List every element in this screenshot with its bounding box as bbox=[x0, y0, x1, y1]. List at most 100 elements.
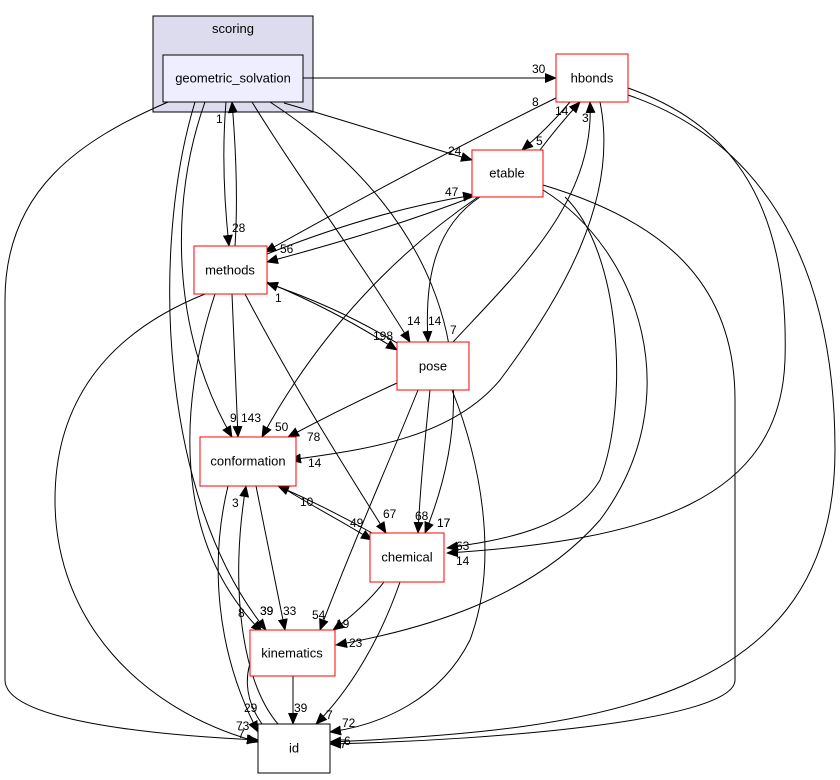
node-hbonds[interactable]: hbonds bbox=[555, 53, 629, 103]
edge-conformation-id bbox=[217, 485, 259, 733]
edge-hbonds-methods bbox=[264, 94, 563, 253]
edge-label: 3 bbox=[582, 111, 589, 125]
edge-id-conformation bbox=[238, 485, 279, 725]
node-chemical[interactable]: chemical bbox=[369, 532, 445, 583]
node-methods[interactable]: methods bbox=[193, 245, 268, 295]
edge-gs-chemical bbox=[269, 101, 455, 534]
edge-label: 50 bbox=[275, 420, 289, 434]
edge-label: 33 bbox=[283, 604, 297, 618]
edge-label: 14 bbox=[308, 456, 322, 470]
edge-label: 7 bbox=[238, 727, 245, 741]
edge-gs-kinematics bbox=[169, 101, 267, 631]
edge-label: 14 bbox=[555, 104, 569, 118]
edge-label: 78 bbox=[307, 430, 321, 444]
edge-label: 39 bbox=[260, 604, 274, 618]
edge-label: 67 bbox=[383, 507, 397, 521]
edge-label: 5 bbox=[536, 134, 543, 148]
edge-label: 39 bbox=[294, 701, 308, 715]
edge-label: 29 bbox=[244, 701, 258, 715]
edge-etable-conformation bbox=[261, 196, 479, 438]
edge-gs-etable bbox=[283, 102, 473, 162]
edge-pose-hbonds bbox=[452, 101, 596, 343]
edge-label: 68 bbox=[415, 509, 429, 523]
node-id[interactable]: id bbox=[257, 723, 331, 774]
edge-chemical-kinematics bbox=[332, 581, 385, 631]
edge-label: 23 bbox=[349, 636, 363, 650]
edge-label: 72 bbox=[342, 716, 356, 730]
edge-label: 1 bbox=[216, 112, 223, 126]
edge-label: 8 bbox=[238, 606, 245, 620]
edge-etable-kinematics bbox=[335, 189, 648, 648]
edge-methods-etable bbox=[266, 191, 475, 255]
node-label: pose bbox=[419, 358, 447, 373]
edge-hbonds-etable bbox=[521, 101, 571, 151]
node-geometric-solvation[interactable]: geometric_solvation bbox=[162, 54, 304, 103]
edge-label: 9 bbox=[230, 411, 237, 425]
edge-labels: 30 24 28 1 14 9 17 39 73 5 8 7 14 63 6 1… bbox=[216, 62, 589, 751]
edge-pose-kinematics bbox=[319, 389, 419, 631]
cluster-label: scoring bbox=[212, 21, 254, 36]
edge-label: 24 bbox=[448, 144, 462, 158]
edge-label: 7 bbox=[326, 708, 333, 722]
edge-label: 1 bbox=[275, 291, 282, 305]
edge-label: 56 bbox=[280, 242, 294, 256]
edge-methods-chemical bbox=[244, 293, 387, 534]
edge-label: 7 bbox=[450, 323, 457, 337]
edge-label: 19 bbox=[336, 617, 350, 631]
node-label: chemical bbox=[381, 549, 432, 564]
edge-pose-conformation bbox=[287, 382, 398, 438]
node-etable[interactable]: etable bbox=[471, 149, 544, 198]
edge-gs-pose bbox=[251, 101, 411, 343]
edge-label: 17 bbox=[437, 516, 451, 530]
node-label: conformation bbox=[210, 453, 285, 468]
edge-label: 8 bbox=[532, 95, 539, 109]
edge-pose-chemical bbox=[413, 389, 431, 534]
node-kinematics[interactable]: kinematics bbox=[249, 629, 336, 677]
node-label: geometric_solvation bbox=[175, 70, 291, 85]
edge-label: 143 bbox=[241, 411, 261, 425]
edge-label: 17 bbox=[437, 516, 451, 530]
edge-label: 198 bbox=[373, 329, 393, 343]
edge-methods-gs bbox=[227, 101, 238, 247]
edge-label: 14 bbox=[456, 554, 470, 568]
edge-label: 14 bbox=[407, 314, 421, 328]
edge-pose-methods bbox=[266, 281, 398, 344]
edge-etable-chemical bbox=[446, 196, 618, 552]
edge-gs-conformation bbox=[180, 101, 233, 438]
edge-conformation-chemical bbox=[279, 485, 373, 541]
edge-methods-conformation bbox=[231, 293, 243, 438]
edge-label: 3 bbox=[232, 496, 239, 510]
node-pose[interactable]: pose bbox=[396, 341, 470, 391]
edge-etable-pose bbox=[422, 196, 481, 343]
edge-chemical-id bbox=[315, 581, 401, 725]
edge-label: 47 bbox=[445, 185, 459, 199]
edge-hbonds-conformation bbox=[289, 101, 605, 464]
edge-pose-id bbox=[329, 389, 486, 736]
node-label: hbonds bbox=[571, 70, 614, 85]
edge-label: 63 bbox=[456, 539, 470, 553]
edge-etable-methods bbox=[266, 195, 476, 264]
edge-hbonds-chemical bbox=[446, 87, 786, 558]
edge-hbonds-id bbox=[329, 94, 836, 747]
edge-conformation-kinematics bbox=[255, 485, 288, 631]
edge-methods-id bbox=[54, 293, 259, 744]
edge-gs-methods bbox=[222, 101, 233, 247]
edge-gs-id bbox=[4, 101, 259, 745]
edge-etable-hbonds bbox=[539, 101, 581, 151]
edge-label: 28 bbox=[232, 221, 246, 235]
node-label: methods bbox=[205, 262, 255, 277]
edge-chemical-conformation bbox=[277, 485, 373, 534]
node-label: etable bbox=[489, 165, 524, 180]
edge-label: 10 bbox=[300, 495, 314, 509]
edge-label: 73 bbox=[236, 719, 250, 733]
node-conformation[interactable]: conformation bbox=[199, 436, 297, 487]
edge-label: 7 bbox=[340, 737, 347, 751]
edge-label: 54 bbox=[312, 608, 326, 622]
node-label: id bbox=[289, 740, 299, 755]
edge-label: 49 bbox=[350, 516, 364, 530]
edge-etable-id bbox=[329, 184, 736, 749]
edge-label: 30 bbox=[532, 62, 546, 76]
edge-label: 6 bbox=[344, 734, 351, 748]
node-label: kinematics bbox=[261, 645, 323, 660]
edges bbox=[4, 73, 836, 749]
